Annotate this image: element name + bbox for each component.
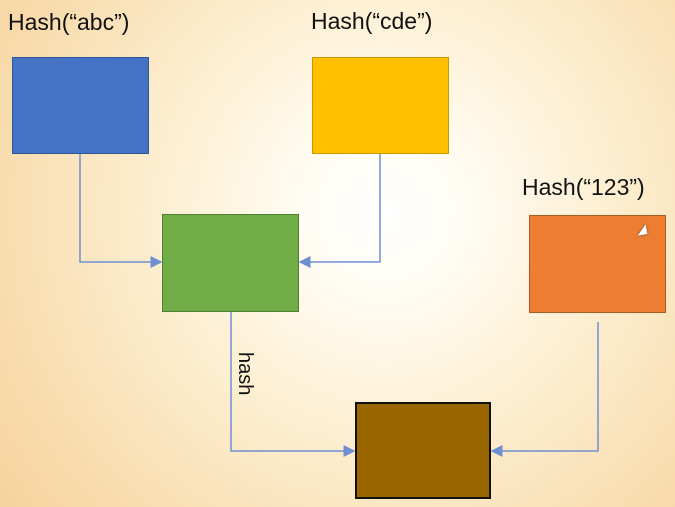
connector-123-to-brown bbox=[490, 322, 599, 457]
connector-abc-to-green bbox=[79, 154, 163, 268]
edge-label-hash: hash bbox=[234, 352, 256, 396]
brown-final-hash-box bbox=[355, 402, 491, 499]
connector-cde-to-green bbox=[298, 154, 381, 268]
label-hash-cde: Hash(“cde”) bbox=[311, 8, 433, 34]
yellow-hash-box bbox=[312, 57, 449, 154]
green-combined-hash-box bbox=[162, 214, 299, 312]
orange-hash-box bbox=[529, 215, 666, 313]
blue-hash-box bbox=[12, 57, 149, 154]
label-hash-abc: Hash(“abc”) bbox=[8, 9, 130, 35]
label-hash-123: Hash(“123”) bbox=[522, 174, 645, 200]
connector-green-to-brown bbox=[230, 312, 356, 457]
